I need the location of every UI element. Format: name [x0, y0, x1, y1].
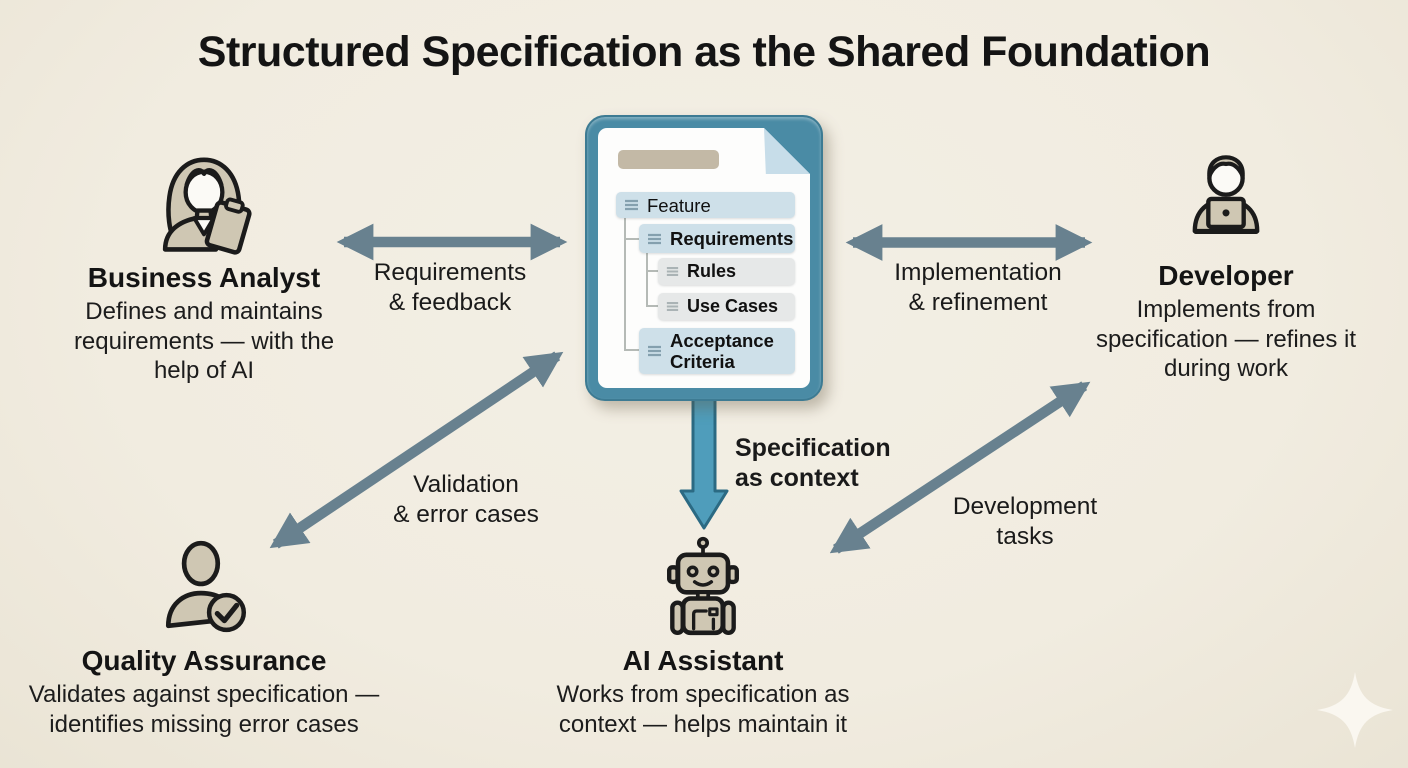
business-analyst-icon — [162, 157, 252, 255]
tree-connector — [646, 253, 648, 307]
sparkle-icon — [1317, 672, 1393, 748]
role-description: Implements from specification — refines … — [1095, 296, 1357, 382]
tree-connector — [624, 349, 639, 351]
role-title: Quality Assurance — [81, 645, 327, 676]
page-title: Structured Specification as the Shared F… — [197, 28, 1211, 76]
role-business-analyst: Business Analyst Defines and maintains r… — [45, 147, 363, 386]
list-icon — [666, 266, 679, 277]
tree-row-requirements: Requirements — [639, 224, 795, 253]
list-icon — [666, 301, 679, 312]
list-icon — [648, 345, 661, 357]
role-description: Defines and maintains requirements — wit… — [73, 298, 335, 384]
role-description: Works from specification as context — he… — [556, 681, 850, 738]
quality-assurance-icon — [165, 540, 247, 633]
arrow-qa-spec — [269, 351, 564, 549]
specification-document: Feature Requirements Rules Use Cases Acc… — [585, 115, 823, 401]
tree-row-rules: Rules — [658, 258, 795, 285]
tree-row-feature: Feature — [616, 192, 795, 218]
role-title: AI Assistant — [622, 645, 784, 676]
tree-connector — [624, 238, 639, 240]
role-developer: Developer Implements from specification … — [1065, 147, 1387, 384]
tree-connector — [624, 218, 626, 351]
list-icon — [648, 233, 661, 244]
developer-icon — [1192, 155, 1260, 235]
tree-connector — [646, 305, 658, 307]
role-description: Validates against specification — identi… — [28, 681, 380, 738]
list-icon — [625, 199, 638, 211]
role-quality-assurance: Quality Assurance Validates against spec… — [24, 530, 384, 739]
label-requirements-feedback: Requirements & feedback — [373, 259, 527, 316]
arrow-ai-developer — [829, 381, 1091, 554]
label-implementation-refinement: Implementation & refinement — [894, 259, 1062, 316]
arrow-spec-to-ai — [679, 397, 729, 530]
tree-connector — [646, 270, 658, 272]
label-validation-error-cases: Validation & error cases — [393, 471, 539, 528]
tree-row-use-cases: Use Cases — [658, 293, 795, 320]
label-specification-as-context: Specification as context — [735, 434, 891, 492]
tree-row-acceptance-criteria: Acceptance Criteria — [639, 328, 795, 374]
document-title-placeholder — [618, 150, 719, 169]
role-title: Developer — [1158, 260, 1294, 291]
label-development-tasks: Development tasks — [952, 493, 1098, 550]
role-title: Business Analyst — [87, 262, 321, 293]
role-ai-assistant: AI Assistant Works from specification as… — [528, 528, 878, 739]
ai-assistant-icon — [667, 536, 739, 636]
